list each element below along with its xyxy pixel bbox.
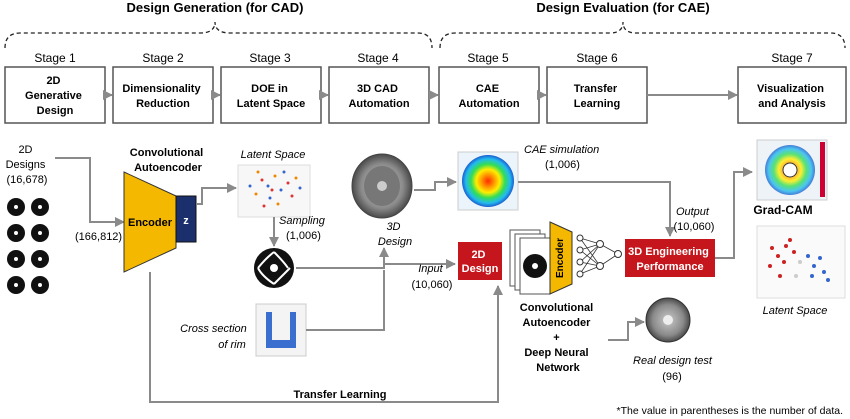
phase-design-title: Design Generation (for CAD) bbox=[127, 0, 304, 15]
designs-2d-grid-holes bbox=[14, 205, 42, 287]
stage-5-label: Stage 5 bbox=[467, 51, 509, 65]
latent-z-block bbox=[175, 195, 197, 243]
stage-6-box bbox=[546, 66, 648, 124]
latent-space-points bbox=[248, 170, 302, 208]
stage-3-box bbox=[220, 66, 322, 124]
3d-to-cae-arrow bbox=[414, 177, 457, 191]
input-label: Input (10,060) bbox=[412, 263, 453, 291]
sampling-label: Sampling (1,006) bbox=[279, 215, 328, 242]
performance-to-gradcam-arrow bbox=[715, 167, 753, 259]
cross-section-image bbox=[255, 303, 307, 357]
stage-1-box bbox=[4, 66, 106, 124]
stage-7-label: Stage 7 bbox=[771, 51, 813, 65]
stage-2-text: Dimensionality Reduction bbox=[122, 83, 203, 110]
cae-simulation-label: CAE simulation (1,006) bbox=[524, 144, 602, 171]
cross-section-label: Cross section of rim bbox=[180, 323, 250, 351]
stage-4-text: 3D CAD Automation bbox=[348, 83, 409, 110]
design-3d-label: 3D Design bbox=[378, 221, 412, 248]
performance-box bbox=[625, 239, 715, 277]
transfer-learning-label: Transfer Learning bbox=[294, 389, 387, 401]
encoder-vertical-label: Encoder bbox=[555, 238, 566, 278]
cross-section-arrow bbox=[306, 270, 385, 331]
cae-heatmap bbox=[462, 155, 514, 207]
stage-5-box bbox=[438, 66, 540, 124]
encoder-block bbox=[123, 171, 177, 273]
designs-to-encoder-arrow bbox=[55, 157, 125, 227]
stage-1-text: 2D Generative Design bbox=[25, 75, 85, 117]
stage-6-label: Stage 6 bbox=[576, 51, 618, 65]
input-2d-design-text: 2D Design bbox=[462, 249, 499, 275]
design-brace bbox=[4, 21, 433, 49]
grad-cam-label: Grad-CAM bbox=[753, 203, 812, 217]
input-wheel-stack bbox=[509, 229, 551, 295]
cross-section-shape bbox=[266, 312, 296, 348]
stage-1-label: Stage 1 bbox=[34, 51, 76, 65]
neural-network bbox=[576, 234, 622, 278]
latent-space-right-points bbox=[768, 238, 830, 282]
performance-text: 3D Engineering Performance bbox=[628, 246, 712, 273]
phase-evaluation-title: Design Evaluation (for CAE) bbox=[536, 0, 709, 15]
conv-dnn-label: Convolutional Autoencoder + Deep Neural … bbox=[520, 302, 596, 374]
conv-autoencoder-title: Convolutional Autoencoder bbox=[130, 147, 206, 174]
designs-2d-grid bbox=[7, 198, 49, 294]
latent-space-right-label: Latent Space bbox=[763, 305, 828, 317]
footnote: *The value in parentheses is the number … bbox=[617, 405, 843, 417]
wheel-3d-image bbox=[351, 153, 413, 219]
stage-5-text: CAE Automation bbox=[458, 83, 519, 110]
input-2d-design-box bbox=[458, 242, 502, 280]
output-label: Output (10,060) bbox=[674, 206, 715, 233]
stage-3-text: DOE in Latent Space bbox=[237, 83, 305, 110]
stage-6-text: Transfer Learning bbox=[574, 83, 620, 110]
designs-2d-label: 2D Designs (16,678) bbox=[6, 144, 49, 186]
sampled-wheel-image bbox=[254, 248, 294, 288]
stage-2-box bbox=[112, 66, 214, 124]
stage-7-text: Visualization and Analysis bbox=[757, 83, 827, 110]
real-design-arrow bbox=[608, 317, 645, 341]
latent-space-plot bbox=[237, 164, 311, 218]
latent-space-title: Latent Space bbox=[241, 149, 306, 161]
stage-7-box bbox=[737, 66, 847, 124]
grad-cam-hub bbox=[782, 162, 798, 178]
stage-3-label: Stage 3 bbox=[249, 51, 291, 65]
transfer-learning-arrow bbox=[149, 272, 503, 403]
real-design-test-label: Real design test (96) bbox=[633, 355, 715, 383]
latent-z-label: z bbox=[183, 215, 189, 227]
encoder-label: Encoder bbox=[128, 217, 173, 229]
stage-2-label: Stage 2 bbox=[142, 51, 184, 65]
real-design-wheel-image bbox=[645, 297, 691, 343]
count-166812: (166,812) bbox=[75, 231, 122, 243]
stage-4-label: Stage 4 bbox=[357, 51, 399, 65]
z-to-latent-arrow bbox=[196, 183, 237, 205]
evaluation-brace bbox=[439, 21, 846, 49]
stage-4-box bbox=[328, 66, 430, 124]
encoder-block-2 bbox=[549, 221, 573, 295]
cae-to-output-arrow bbox=[518, 181, 675, 237]
grad-cam-colorbar bbox=[820, 142, 825, 197]
